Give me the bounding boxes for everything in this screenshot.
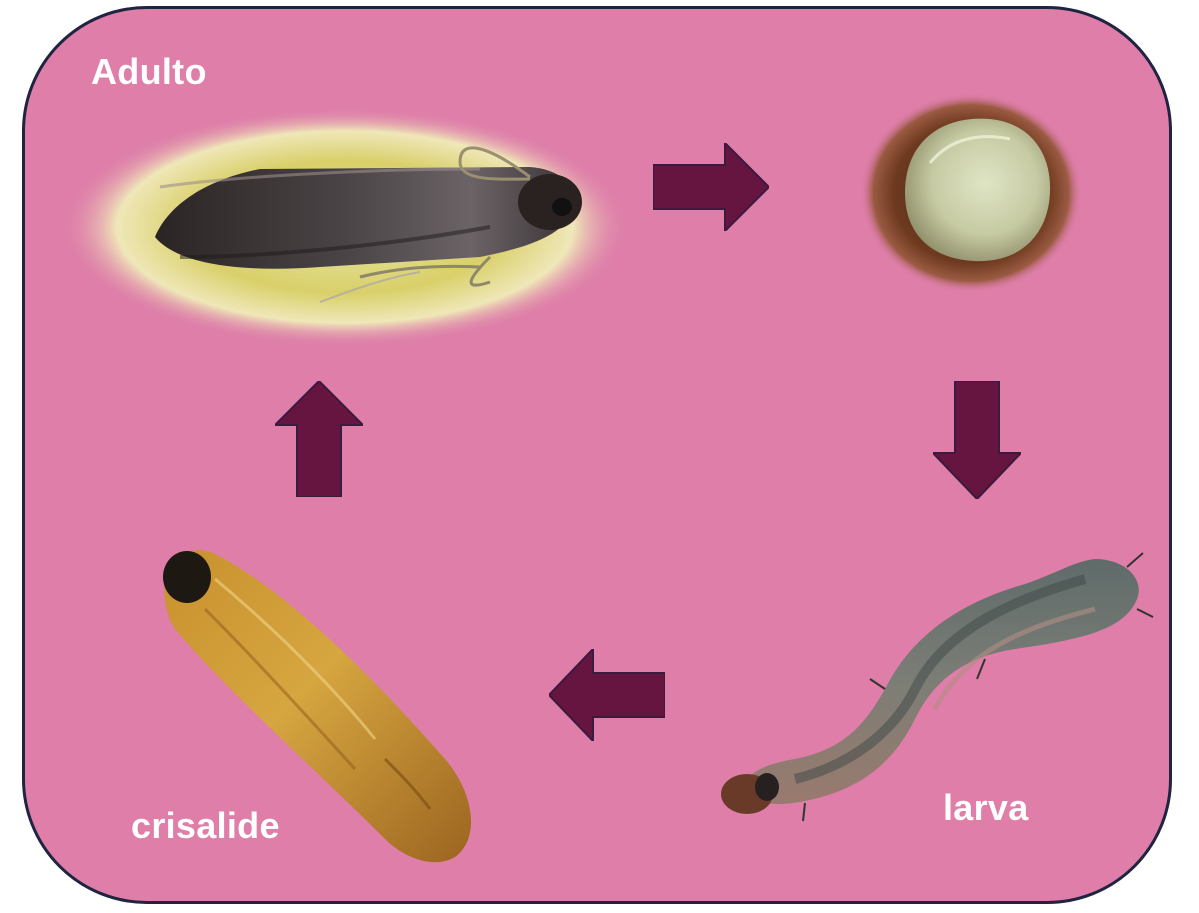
arrow-right-icon [653, 143, 769, 231]
arrow-left-icon [549, 649, 665, 741]
egg-image [860, 93, 1082, 293]
adult-moth-image [60, 107, 630, 347]
pupa-label: crisalide [131, 805, 280, 847]
life-cycle-diagram: Adulto larva crisalide [22, 6, 1172, 904]
arrow-down-icon [933, 381, 1021, 499]
arrow-up-icon [275, 381, 363, 497]
larva-image [685, 539, 1165, 849]
adult-label: Adulto [91, 51, 207, 93]
larva-label: larva [943, 787, 1029, 829]
